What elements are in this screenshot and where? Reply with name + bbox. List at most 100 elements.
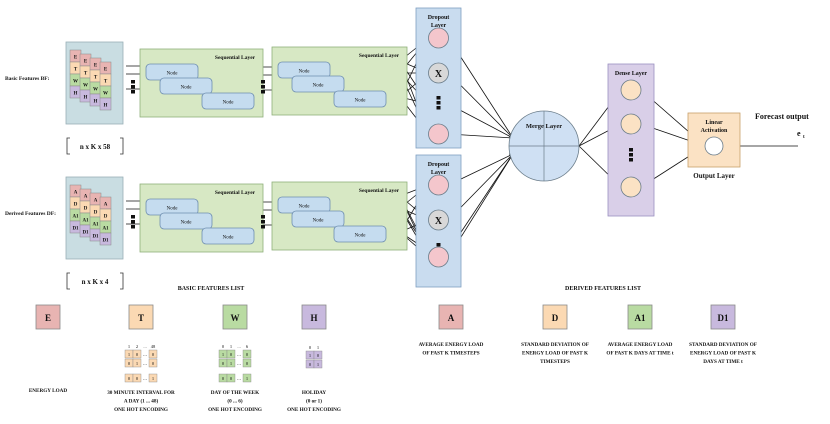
legend-description: (0 or 1) <box>306 398 322 405</box>
feature-cell-letter: H <box>104 104 108 109</box>
feature-cell-letter: A <box>104 203 108 208</box>
feature-cell-letter: D1 <box>72 227 79 232</box>
feature-cell-letter: A1 <box>72 215 79 220</box>
dropped-neuron-x: X <box>435 69 443 80</box>
lstm-node-label: Node <box>167 72 179 77</box>
matrix-value: 0 <box>246 361 249 366</box>
matrix-header: 48 <box>151 344 156 349</box>
matrix-ellipsis: … <box>143 353 148 358</box>
feature-cell-letter: D <box>104 215 108 220</box>
matrix-value: 1 <box>309 353 311 358</box>
lstm-node <box>159 212 213 230</box>
legend-description: AVERAGE ENERGY LOAD <box>608 342 673 348</box>
neuron-ellipsis <box>436 101 441 105</box>
lstm-node-label: Node <box>313 219 325 224</box>
legend-key-box <box>128 304 154 330</box>
matrix-value: 1 <box>230 361 232 366</box>
matrix-cell <box>132 349 142 359</box>
legend-key-letter: D <box>552 313 559 323</box>
legend-description: DAYS AT TIME t <box>703 359 743 365</box>
sequential-layer-label: Sequential Layer <box>359 188 400 194</box>
feature-cell-letter: H <box>84 96 88 101</box>
lstm-node-label: Node <box>299 205 311 210</box>
matrix-header: 1 <box>230 344 232 349</box>
matrix-value: 1 <box>136 361 138 366</box>
forecast-output-label: Forecast output <box>755 112 809 121</box>
legend-description: ONE HOT ENCODING <box>208 407 262 413</box>
lstm-node <box>201 227 255 245</box>
matrix-header: 0 <box>309 345 312 350</box>
sequential-layer-label: Sequential Layer <box>215 55 256 61</box>
feature-cell-letter: A <box>74 191 78 196</box>
input-label: Derived Features DF: <box>5 211 56 217</box>
sequence-ellipsis <box>261 220 265 224</box>
matrix-value: 0 <box>128 361 131 366</box>
feature-cell-letter: T <box>104 80 108 85</box>
feature-cell-letter: A1 <box>92 223 99 228</box>
legend-key-box <box>301 304 327 330</box>
feature-cell <box>99 232 112 246</box>
matrix-cell <box>148 358 158 368</box>
matrix-value: 1 <box>222 352 224 357</box>
matrix-header: ... <box>143 344 146 349</box>
legend-description: ENERGY LOAD OF PAST K <box>690 351 756 357</box>
dense-neuron <box>620 79 642 101</box>
derived-list-title: DERIVED FEATURES LIST <box>565 286 641 292</box>
matrix-ellipsis: … <box>237 362 242 367</box>
activation-label: Activation <box>701 128 728 134</box>
matrix-header: ... <box>237 344 240 349</box>
lstm-node-label: Node <box>167 207 179 212</box>
matrix-value: 0 <box>222 361 225 366</box>
activation-label: Linear <box>705 120 723 126</box>
matrix-cell <box>132 358 142 368</box>
legend-key-letter: T <box>138 313 144 323</box>
shape-bracket-right <box>120 272 124 290</box>
feature-cell-letter: E <box>104 68 108 73</box>
dense-neuron <box>620 113 642 135</box>
feature-cell-letter: D <box>84 207 88 212</box>
dropout-neuron <box>428 123 449 145</box>
forecast-subscript: t <box>803 135 805 140</box>
matrix-value: 0 <box>246 352 249 357</box>
matrix-header: 0 <box>222 344 225 349</box>
lstm-node <box>333 225 387 243</box>
sequential-layer-label: Sequential Layer <box>359 53 400 59</box>
feature-cell-letter: A <box>94 199 98 204</box>
matrix-value: 1 <box>128 352 130 357</box>
matrix-value: 0 <box>230 376 233 381</box>
matrix-value: 0 <box>222 376 225 381</box>
legend-key: H <box>301 304 327 330</box>
sequence-ellipsis <box>261 225 265 229</box>
legend-key-box <box>627 304 653 330</box>
matrix-cell <box>148 349 158 359</box>
feature-cell-letter: A <box>84 195 88 200</box>
feature-cell-letter: E <box>74 56 78 61</box>
basic-list-title: BASIC FEATURES LIST <box>178 286 245 292</box>
feature-cell-letter: T <box>74 68 78 73</box>
neuron-ellipsis <box>436 96 441 100</box>
dropped-neuron-x: X <box>435 216 443 227</box>
feature-cell-letter: T <box>94 76 98 81</box>
legend-description: ENERGY LOAD OF PAST K <box>522 351 588 357</box>
legend-key-box <box>222 304 248 330</box>
sequence-ellipsis <box>261 90 265 94</box>
feature-cell-letter: D1 <box>82 231 89 236</box>
sequence-ellipsis <box>131 225 135 229</box>
legend-description: A DAY (1 ... 48) <box>124 398 159 405</box>
feature-cell <box>99 97 112 111</box>
matrix-header: 2 <box>136 344 138 349</box>
matrix-value: 0 <box>152 361 155 366</box>
sequence-ellipsis <box>131 80 135 84</box>
legend-key: T <box>128 304 154 330</box>
lstm-node-label: Node <box>223 236 235 241</box>
matrix-value: 0 <box>230 352 233 357</box>
feature-cell-letter: A1 <box>82 219 89 224</box>
lstm-node-label: Node <box>299 70 311 75</box>
dense-neuron <box>620 176 642 198</box>
sequence-ellipsis <box>261 85 265 89</box>
sequence-ellipsis <box>131 85 135 89</box>
feature-cell-letter: H <box>94 100 98 105</box>
legend-description: OF PAST K DAYS AT TIME t <box>606 351 673 357</box>
